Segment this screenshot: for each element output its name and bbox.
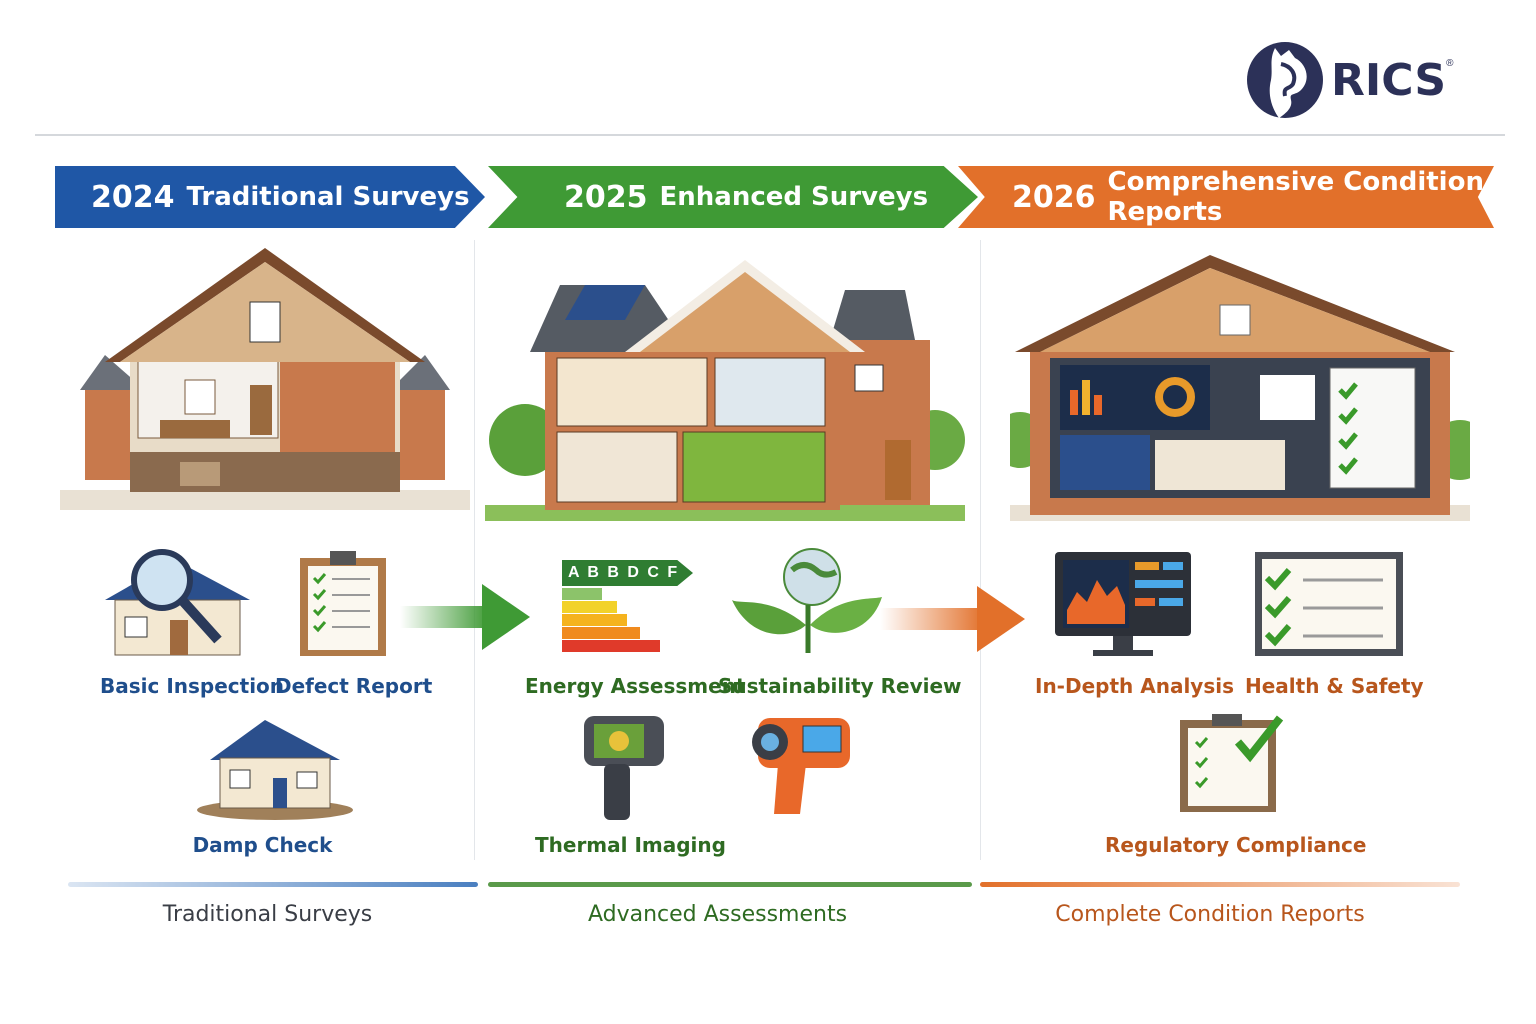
header-divider	[35, 134, 1505, 136]
banner-title: Traditional Surveys	[186, 182, 470, 212]
banner-title: Enhanced Surveys	[659, 182, 929, 212]
item-label: Basic Inspection	[100, 674, 285, 698]
stage-banner-2024: 2024 Traditional Surveys	[55, 166, 485, 228]
column-divider	[980, 240, 981, 860]
logo-text: RICS	[1331, 54, 1447, 106]
energy-rating-chart-icon: A B B D C F	[562, 560, 702, 655]
stage-banner-2026: 2026 Comprehensive Condition Reports	[958, 166, 1494, 228]
stage-underline	[68, 882, 478, 887]
house-damp-icon	[197, 720, 353, 820]
checklist-board-icon	[1255, 552, 1403, 656]
compliance-clipboard-icon	[1180, 714, 1284, 812]
item-label: Defect Report	[275, 674, 433, 698]
item-label: Health & Safety	[1245, 674, 1424, 698]
footer-label: Traditional Surveys	[162, 902, 373, 927]
footer-label: Complete Condition Reports	[1055, 902, 1365, 927]
banner-year: 2025	[564, 179, 648, 215]
arrow-right-icon	[880, 586, 1025, 652]
arrow-right-icon	[400, 584, 530, 650]
banner-year: 2024	[91, 179, 175, 215]
magnifier-house-icon	[105, 549, 250, 656]
banner-year: 2026	[1012, 179, 1096, 215]
footer-label: Advanced Assessments	[587, 902, 848, 927]
stage-banner-2025: 2025 Enhanced Surveys	[488, 166, 978, 228]
item-label: Sustainability Review	[718, 674, 962, 698]
clipboard-checklist-icon	[300, 551, 386, 656]
comprehensive-house-illustration	[1010, 255, 1470, 521]
banner-title: Comprehensive Condition Reports	[1107, 167, 1484, 227]
stage-underline	[980, 882, 1460, 887]
enhanced-house-illustration	[485, 260, 965, 521]
analytics-monitor-icon	[1055, 552, 1191, 656]
lion-emblem-icon	[1247, 42, 1323, 118]
item-label: Damp Check	[192, 833, 333, 857]
thermal-gun-icon	[752, 718, 850, 814]
globe-plant-icon	[732, 548, 882, 653]
item-label: Energy Assessment	[525, 674, 746, 698]
thermal-camera-icon	[584, 716, 664, 820]
energy-scale-label: A B B D C F	[562, 560, 693, 586]
registered-mark: ®	[1446, 58, 1454, 69]
item-label: Thermal Imaging	[535, 833, 726, 857]
column-divider	[474, 240, 475, 860]
rics-logo: RICS ®	[1245, 40, 1453, 120]
traditional-house-illustration	[60, 248, 470, 510]
item-label: Regulatory Compliance	[1105, 833, 1367, 857]
stage-underline	[488, 882, 972, 887]
item-label: In-Depth Analysis	[1035, 674, 1234, 698]
